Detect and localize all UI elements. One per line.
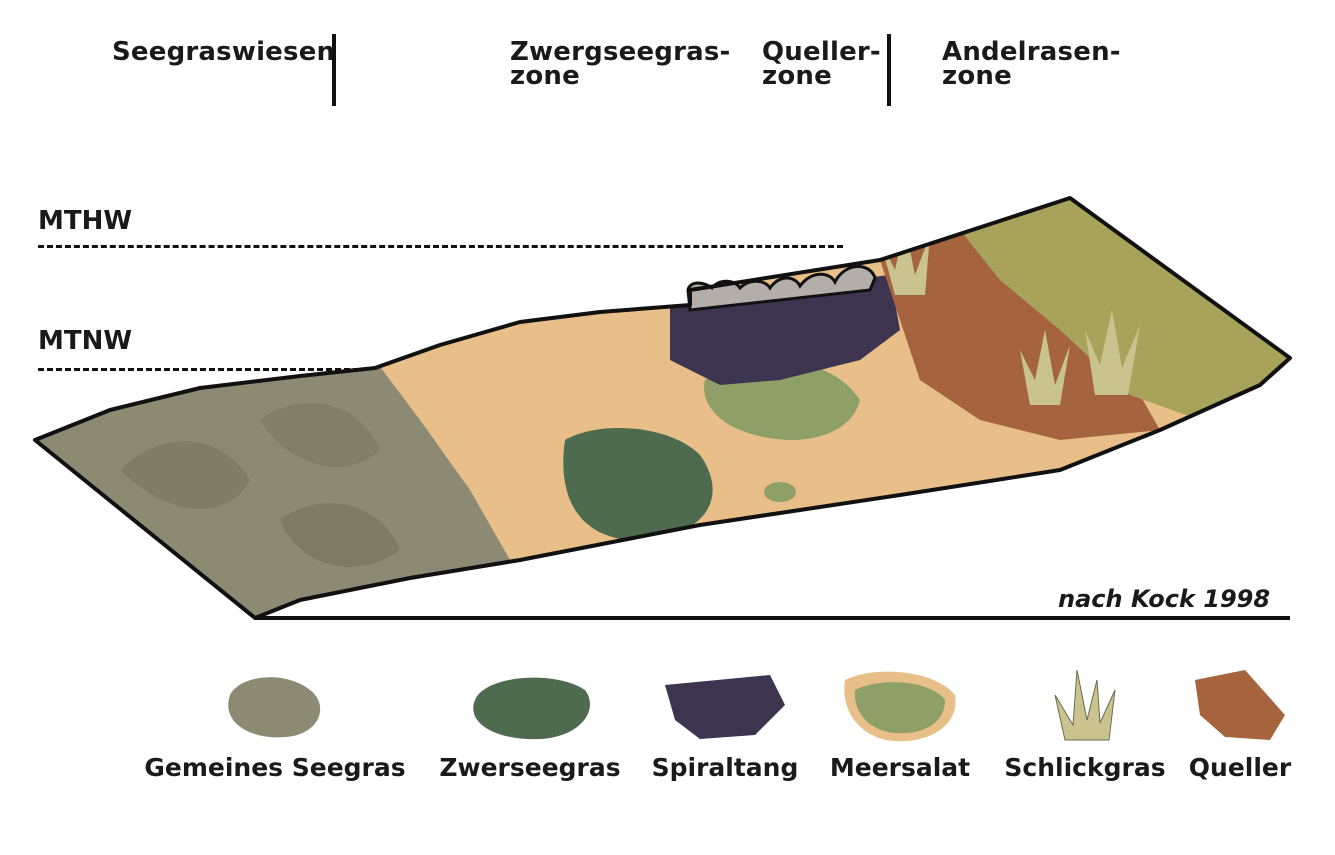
legend-item-gemeines-seegras: Gemeines Seegras bbox=[140, 665, 410, 782]
legend-label: Schlickgras bbox=[1004, 753, 1166, 782]
zone-divider-1 bbox=[332, 34, 336, 106]
level-line-mtnw bbox=[38, 368, 368, 371]
zone-label-line2: zone bbox=[762, 61, 832, 91]
seegras-shade-3 bbox=[280, 503, 400, 567]
zone-label-line1: Seegraswiesen bbox=[112, 37, 336, 67]
zone-divider-2 bbox=[887, 34, 891, 106]
zone-label-line1: Zwergseegras- bbox=[510, 37, 731, 67]
level-label-mtnw: MTNW bbox=[38, 326, 133, 356]
legend-item-spiraltang: Spiraltang bbox=[640, 665, 810, 782]
schlickgras-tuft-2 bbox=[1020, 330, 1070, 405]
zwergseegras-patch bbox=[563, 428, 713, 541]
legend-label: Zwerseegras bbox=[439, 753, 621, 782]
legend-label: Spiraltang bbox=[651, 753, 799, 782]
legend-item-zwergseegras: Zwerseegras bbox=[430, 665, 630, 782]
andelrasen-meadow bbox=[960, 198, 1290, 420]
zone-label-line2: zone bbox=[942, 61, 1012, 91]
schlickgras-tuft-3 bbox=[1085, 310, 1140, 395]
zone-label-andelrasen: Andelrasen- zone bbox=[942, 37, 1121, 91]
legend-label: Queller bbox=[1188, 753, 1292, 782]
baseline-rule bbox=[255, 616, 1290, 620]
schlickgras-tuft-1 bbox=[880, 225, 930, 295]
zone-label-seegraswiesen: Seegraswiesen bbox=[112, 37, 336, 67]
legend-label: Gemeines Seegras bbox=[144, 753, 406, 782]
zone-label-line1: Andelrasen- bbox=[942, 37, 1121, 67]
zwergseegras-swatch-icon bbox=[473, 677, 590, 740]
legend-item-schlickgras: Schlickgras bbox=[995, 665, 1175, 782]
meersalat-spot bbox=[764, 482, 796, 502]
slab-outline bbox=[33, 196, 1292, 620]
spiraltang-swatch-icon bbox=[665, 675, 785, 739]
zone-label-queller: Queller- zone bbox=[762, 37, 881, 91]
wadden-zonation-diagram bbox=[33, 196, 1292, 620]
seegras-shade-2 bbox=[260, 403, 380, 467]
zone-label-line2: zone bbox=[510, 61, 580, 91]
level-label-mthw: MTHW bbox=[38, 206, 133, 236]
zone-label-zwergseegras: Zwergseegras- zone bbox=[510, 37, 731, 91]
level-line-mthw bbox=[38, 245, 843, 248]
seegras-shade-1 bbox=[120, 441, 250, 509]
legend-label: Meersalat bbox=[829, 753, 971, 782]
gemeines-seegras-swatch-icon bbox=[228, 677, 321, 738]
schlickgras-swatch-icon bbox=[1054, 669, 1116, 741]
queller-swatch-icon bbox=[1195, 670, 1285, 740]
meersalat-swatch-icon bbox=[844, 671, 956, 742]
zone-label-line1: Queller- bbox=[762, 37, 881, 67]
legend-item-queller: Queller bbox=[1180, 665, 1300, 782]
legend-item-meersalat: Meersalat bbox=[820, 665, 980, 782]
source-credit: nach Kock 1998 bbox=[1058, 585, 1271, 613]
queller-patch bbox=[880, 225, 1160, 440]
